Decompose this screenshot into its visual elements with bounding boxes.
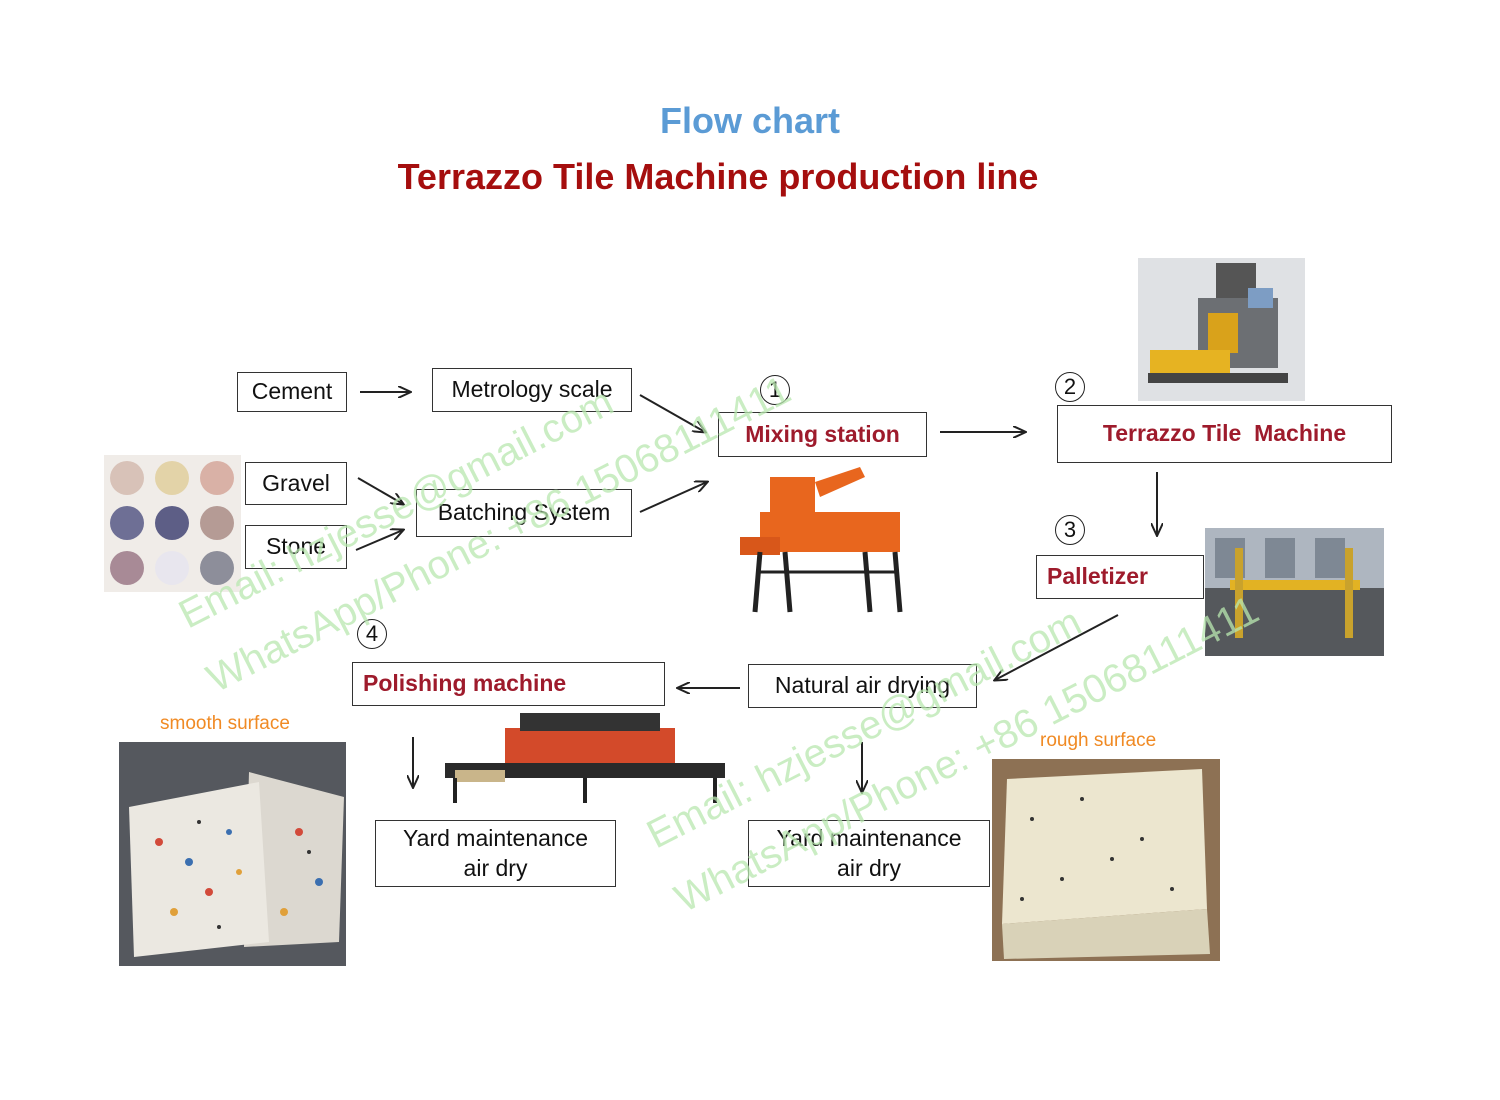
- gravel-box: Gravel: [245, 462, 347, 505]
- yard-maintenance-left-box: Yard maintenance air dry: [375, 820, 616, 887]
- palletizer-photo: [1205, 528, 1384, 656]
- terrazzo-tile-machine-box: Terrazzo Tile Machine: [1057, 405, 1392, 463]
- mixer-photo: [735, 462, 910, 617]
- mixing-station-box: Mixing station: [718, 412, 927, 457]
- arrow-palletizer-to-drying: [995, 614, 1119, 680]
- arrow-gravel-to-batching: [357, 477, 403, 504]
- batching-system-box: Batching System: [416, 489, 632, 537]
- arrow-scale-to-mixing: [639, 394, 705, 432]
- rough-surface-photo: [992, 759, 1220, 961]
- arrow-stone-to-batching: [355, 530, 403, 551]
- arrow-batching-to-mixing: [639, 482, 707, 513]
- rough-surface-caption: rough surface: [1040, 730, 1157, 751]
- metrology-scale-box: Metrology scale: [432, 368, 632, 412]
- stone-box: Stone: [245, 525, 347, 569]
- step-number-1: 1: [760, 375, 790, 405]
- polishing-machine-box: Polishing machine: [352, 662, 665, 706]
- terrazzo-machine-photo: [1138, 258, 1305, 401]
- palletizer-box: Palletizer: [1036, 555, 1204, 599]
- yard-maintenance-left-line1: Yard maintenance: [403, 824, 588, 851]
- chart-subtitle: Terrazzo Tile Machine production line: [397, 156, 1039, 197]
- yard-maintenance-right-line2: air dry: [837, 854, 901, 881]
- yard-maintenance-right-line1: Yard maintenance: [776, 824, 962, 851]
- smooth-surface-caption: smooth surface: [160, 713, 290, 734]
- cement-box: Cement: [237, 372, 347, 412]
- smooth-surface-photo: [119, 742, 346, 966]
- step-number-4: 4: [357, 619, 387, 649]
- yard-maintenance-left-line2: air dry: [463, 854, 528, 881]
- aggregate-stones-photo: [104, 455, 241, 592]
- natural-air-drying-box: Natural air drying: [748, 664, 977, 708]
- yard-maintenance-right-box: Yard maintenance air dry: [748, 820, 990, 887]
- step-number-2: 2: [1055, 372, 1085, 402]
- polishing-machine-photo: [445, 708, 725, 808]
- chart-title: Flow chart: [659, 100, 841, 141]
- step-number-3: 3: [1055, 515, 1085, 545]
